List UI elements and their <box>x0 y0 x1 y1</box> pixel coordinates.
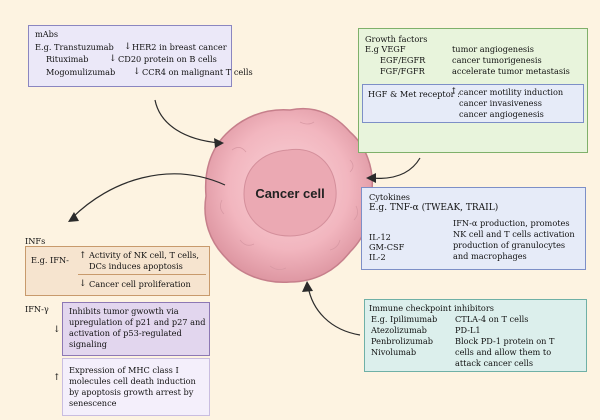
checkpoint-drug: Nivolumab <box>371 347 417 357</box>
checkpoint-effect: PD-L1 <box>455 325 481 335</box>
growth-factor: EGF/EGFR <box>380 55 426 65</box>
cytokine-item: IL-12 <box>369 232 391 242</box>
ifn-gamma-label: IFN-γ <box>25 304 49 314</box>
checkpoint-title: Immune checkpoint inhibitors <box>369 303 494 313</box>
growth-effect: cancer tumorigenesis <box>452 55 542 65</box>
ifn-alpha-box: E.g. IFN- ↑ Activity of NK cell, T cells… <box>25 246 210 296</box>
infs-title: INFs <box>25 236 46 246</box>
ifn-down-effect: Cancer cell proliferation <box>89 279 191 289</box>
divider <box>78 274 206 275</box>
ifn-mhc-effect: molecules cell death induction <box>69 376 196 386</box>
cell-nucleus <box>243 148 337 237</box>
cytokine-item: GM-CSF <box>369 242 405 252</box>
checkpoint-drug: Atezolizumab <box>371 325 427 335</box>
growth-title: Growth factors <box>365 34 428 44</box>
hgf-effect: cancer motility induction <box>459 87 564 97</box>
cell-texture <box>220 121 358 270</box>
cytokine-effect: production of granulocytes <box>453 240 566 250</box>
hgf-effect: cancer invasiveness <box>459 98 542 108</box>
arrowhead-growth <box>366 173 376 183</box>
cytokines-title: Cytokines <box>369 192 411 202</box>
ifn-up-effect: Activity of NK cell, T cells, <box>89 250 200 260</box>
cytokines-example: E.g. TNF-α (TWEAK, TRAIL) <box>369 203 499 213</box>
center-label: Cancer cell <box>255 186 325 201</box>
hgf-met-box: HGF & Met receptor : ↑ cancer motility i… <box>362 84 584 123</box>
cytokine-effect: IFN-α production, promotes <box>453 218 570 228</box>
arrowhead-checkpoint <box>302 281 313 292</box>
growth-factor: E.g VEGF <box>365 44 406 54</box>
ifn-mhc-effect: by apoptosis growth arrest by <box>69 387 194 397</box>
checkpoint-effect: CTLA-4 on T cells <box>455 314 529 324</box>
ifn-mhc-effect: senescence <box>69 398 117 408</box>
checkpoint-inhibitors-box: Immune checkpoint inhibitors E.g. Ipilim… <box>364 299 587 372</box>
cytokine-effect: and macrophages <box>453 251 527 261</box>
mabs-effect: CCR4 on malignant T cells <box>142 67 253 77</box>
ifn-gamma-box: ↓ Inhibits tumor gwowth via upregulation… <box>53 302 210 356</box>
ifn-gamma-effect: upregulation of p21 and p27 and <box>69 317 206 327</box>
up-arrow-icon: ↑ <box>450 87 458 97</box>
arrowhead-mabs <box>214 138 224 148</box>
ifn-mhc-effect: Expression of MHC class I <box>69 365 179 375</box>
down-arrow-icon: ↓ <box>124 42 132 52</box>
checkpoint-effect: Block PD-1 protein on T <box>455 336 555 346</box>
mabs-effect: CD20 protein on B cells <box>118 54 217 64</box>
checkpoint-effect: cells and allow them to <box>455 347 552 357</box>
checkpoint-effect: attack cancer cells <box>455 358 534 368</box>
growth-effect: tumor angiogenesis <box>452 44 534 54</box>
down-arrow-icon: ↓ <box>133 67 141 77</box>
arrow-checkpoint-to-cell <box>307 285 361 336</box>
ifn-label: E.g. IFN- <box>31 255 69 265</box>
hgf-label: HGF & Met receptor : <box>368 89 460 99</box>
arrow-growth-to-cell <box>369 157 421 180</box>
ifn-gamma-effect: signaling <box>69 339 107 349</box>
growth-factor: FGF/FGFR <box>380 66 425 76</box>
cytokine-effect: NK cell and T cells activation <box>453 229 575 239</box>
ifn-mhc-box: ↑ Expression of MHC class I molecules ce… <box>53 358 210 416</box>
ifn-gamma-effect: activation of p53-regulated <box>69 328 182 338</box>
up-arrow-icon: ↑ <box>53 373 61 383</box>
mabs-box: mAbs E.g. Transtuzumab ↓ HER2 in breast … <box>28 25 253 87</box>
mabs-title: mAbs <box>35 29 59 39</box>
hgf-effect: cancer angiogenesis <box>459 109 544 119</box>
ifn-gamma-effect: Inhibits tumor gwowth via <box>69 306 179 316</box>
cytokine-item: IL-2 <box>369 252 386 262</box>
down-arrow-icon: ↓ <box>109 54 117 64</box>
checkpoint-drug: E.g. Ipilimumab <box>371 314 438 324</box>
down-arrow-icon: ↓ <box>53 325 61 335</box>
arrow-cell-to-infs <box>71 173 226 219</box>
mabs-drug: Rituximab <box>46 54 89 64</box>
mabs-effect: HER2 in breast cancer <box>132 42 227 52</box>
down-arrow-icon: ↓ <box>79 279 87 289</box>
checkpoint-drug: Penbrolizumab <box>371 336 434 346</box>
arrowhead-infs <box>68 212 79 222</box>
up-arrow-icon: ↑ <box>79 251 87 261</box>
ifn-up-effect: DCs induces apoptosis <box>89 261 183 271</box>
cytokines-box: Cytokines E.g. TNF-α (TWEAK, TRAIL) IL-1… <box>361 187 586 270</box>
growth-effect: accelerate tumor metastasis <box>452 66 570 76</box>
mabs-drug: E.g. Transtuzumab <box>35 42 114 52</box>
arrow-mabs-to-cell <box>154 99 221 144</box>
mabs-drug: Mogomulizumab <box>46 67 116 77</box>
